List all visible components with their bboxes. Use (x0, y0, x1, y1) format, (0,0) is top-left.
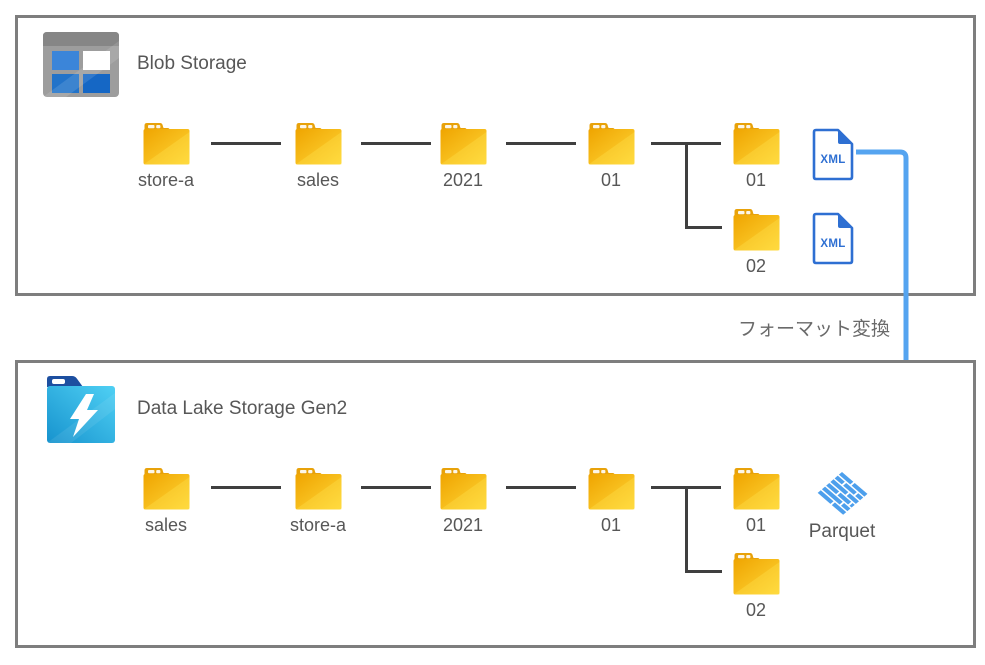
connector-line (211, 142, 281, 145)
folder-node-01: 01 (561, 120, 661, 190)
folder-label: 01 (745, 515, 767, 535)
xml-file-node: XML (810, 212, 856, 265)
folder-label: 2021 (442, 515, 484, 535)
parquet-file-label: Parquet (808, 521, 876, 542)
connector-branch-horizontal (685, 570, 722, 573)
folder-label: 01 (600, 170, 622, 190)
folder-icon (440, 465, 487, 510)
folder-icon (733, 120, 780, 165)
blob-storage-title: Blob Storage (137, 53, 247, 74)
connector-branch-horizontal (685, 226, 722, 229)
folder-icon (295, 120, 342, 165)
folder-icon (440, 120, 487, 165)
folder-node-sales: sales (116, 465, 216, 535)
folder-node-store-a: store-a (268, 465, 368, 535)
xml-file-label: XML (820, 238, 846, 250)
connector-branch-vertical (685, 486, 688, 573)
data-lake-storage-title: Data Lake Storage Gen2 (137, 398, 348, 419)
folder-icon (588, 120, 635, 165)
folder-icon (295, 465, 342, 510)
folder-node-02-child: 02 (706, 550, 806, 620)
folder-label: 01 (600, 515, 622, 535)
folder-icon (733, 465, 780, 510)
folder-node-01-child: 01 (706, 120, 806, 190)
data-lake-storage-gen2-icon (47, 376, 115, 443)
folder-icon (143, 465, 190, 510)
folder-icon (733, 206, 780, 251)
connector-branch-vertical (685, 142, 688, 229)
folder-node-02-child: 02 (706, 206, 806, 276)
folder-label: sales (296, 170, 340, 190)
connector-line (211, 486, 281, 489)
folder-label: 02 (745, 256, 767, 276)
connector-line (361, 142, 431, 145)
folder-label: 02 (745, 600, 767, 620)
parquet-file-node: Parquet (792, 471, 892, 543)
folder-node-01-child: 01 (706, 465, 806, 535)
folder-node-01: 01 (561, 465, 661, 535)
folder-node-2021: 2021 (413, 120, 513, 190)
connector-line (361, 486, 431, 489)
folder-label: sales (144, 515, 188, 535)
folder-label: 2021 (442, 170, 484, 190)
folder-label: 01 (745, 170, 767, 190)
format-conversion-label: フォーマット変換 (737, 319, 890, 340)
xml-file-label: XML (820, 154, 846, 166)
blob-storage-icon (43, 32, 119, 97)
folder-icon (143, 120, 190, 165)
folder-node-2021: 2021 (413, 465, 513, 535)
parquet-file-icon (817, 472, 868, 515)
connector-line (506, 486, 576, 489)
connector-line (506, 142, 576, 145)
folder-label: store-a (289, 515, 347, 535)
folder-node-sales: sales (268, 120, 368, 190)
folder-icon (588, 465, 635, 510)
xml-file-node: XML (810, 128, 856, 181)
folder-label: store-a (137, 170, 195, 190)
folder-node-store-a: store-a (116, 120, 216, 190)
folder-icon (733, 550, 780, 595)
